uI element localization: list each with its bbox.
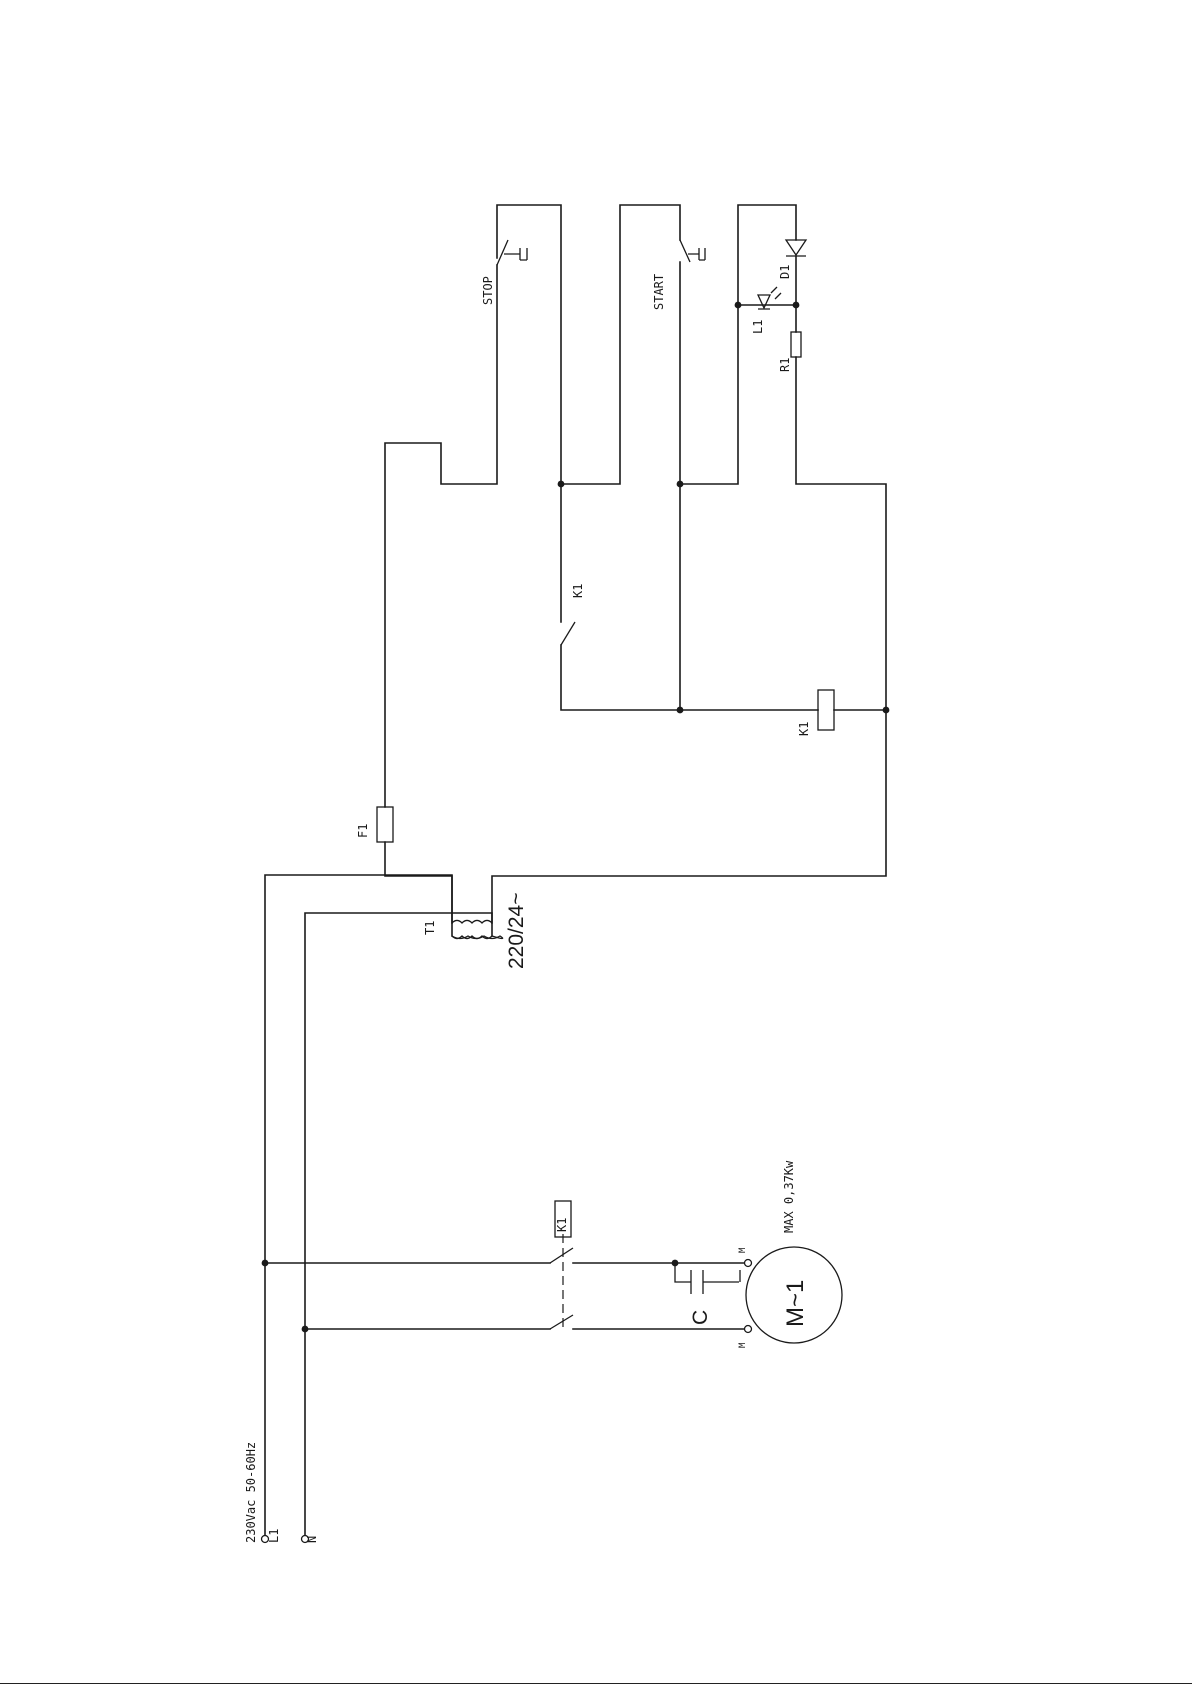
- transformer-ratio: 220/24~: [505, 893, 528, 970]
- control-circuit: F1 STOP K1 START K1 D1 L1 R1: [356, 205, 889, 923]
- wire-t1-fuse: [385, 842, 452, 923]
- start-actuator: [688, 248, 705, 260]
- motor-symbol: M~1: [782, 1280, 809, 1327]
- wire-t1-return: [492, 357, 886, 923]
- transformer-t1: T1 220/24~: [423, 893, 528, 970]
- page-bottom-border: [0, 1683, 1192, 1684]
- aux-k1-label: K1: [571, 584, 585, 598]
- motor-rating: MAX 0,37Kw: [782, 1160, 796, 1233]
- start-label: START: [652, 274, 666, 310]
- start-contact: [680, 240, 690, 262]
- motor-terminal-b-label: M: [738, 1342, 748, 1348]
- n-rail: [305, 913, 492, 1535]
- fuse-label: F1: [356, 824, 370, 838]
- resistor-r1: [791, 332, 801, 357]
- wire-led-branch: [680, 205, 796, 484]
- fuse-f1: [377, 807, 393, 842]
- stop-label: STOP: [481, 276, 495, 305]
- power-contactor-label: K1: [555, 1218, 569, 1232]
- junction-coil-right: [883, 707, 890, 714]
- motor-terminal-b: [745, 1326, 752, 1333]
- wire-fuse-stop: [385, 265, 497, 807]
- transformer-label: T1: [423, 921, 437, 935]
- wire-diode-down: [738, 256, 796, 305]
- resistor-label: R1: [778, 358, 792, 372]
- wire-start-left: [561, 205, 680, 484]
- junction-start-led: [677, 481, 684, 488]
- power-circuit: K1 C M~1 MAX 0,37Kw M M: [265, 1160, 842, 1348]
- capacitor-label: C: [689, 1310, 712, 1325]
- supply-label: 230Vac 50-60Hz: [244, 1442, 258, 1543]
- aux-k1-contact: [561, 622, 575, 645]
- junction-led-left: [735, 302, 742, 309]
- junction-coil-left: [677, 707, 684, 714]
- led-label: L1: [751, 320, 765, 334]
- motor-terminal-a-label: M: [738, 1247, 748, 1253]
- junction-led-right: [793, 302, 800, 309]
- secondary-winding: [452, 921, 492, 924]
- diode-label: D1: [778, 265, 792, 279]
- diode-d1: [786, 240, 806, 256]
- wire-start-down: [680, 262, 818, 710]
- motor-terminal-a: [745, 1260, 752, 1267]
- wire-stop-top: [497, 205, 561, 484]
- capacitor-lead: [675, 1263, 739, 1282]
- l1-label: L1: [267, 1529, 281, 1543]
- junction-stop-aux: [558, 481, 565, 488]
- n-label: N: [305, 1536, 319, 1543]
- capacitor-c: [691, 1270, 703, 1294]
- mains-supply: 230Vac 50-60Hz L1 N: [244, 875, 492, 1543]
- power-contact-l1: [550, 1248, 573, 1263]
- stop-actuator: [504, 248, 527, 260]
- stop-contact: [497, 240, 508, 265]
- coil-k1: [818, 690, 834, 730]
- l1-rail: [265, 875, 452, 1535]
- coil-k1-label: K1: [797, 722, 811, 736]
- power-contact-n: [550, 1315, 573, 1329]
- wire-aux-to-coil: [561, 645, 680, 710]
